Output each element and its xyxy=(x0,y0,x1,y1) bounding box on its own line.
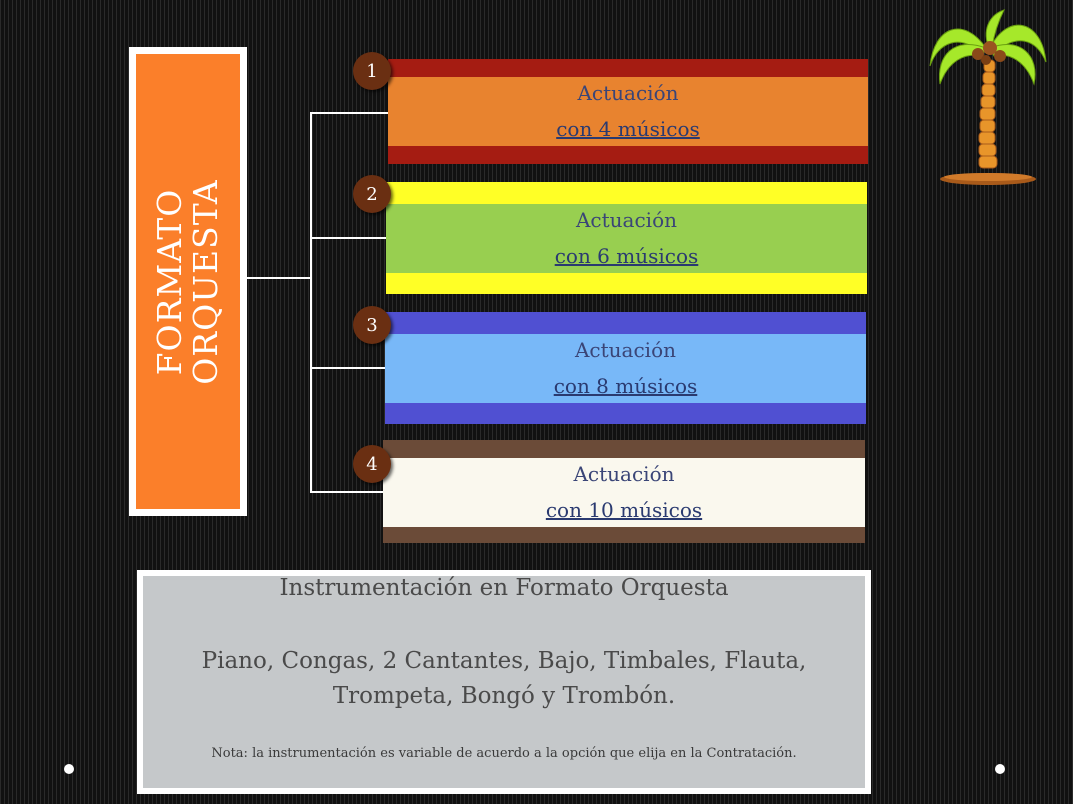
title-line-1: FORMATO xyxy=(150,188,189,375)
option-card-1: Actuación con 4 músicos xyxy=(388,59,868,164)
card-band-top xyxy=(385,312,866,334)
connector-branch-3 xyxy=(310,367,385,369)
number-badge-1: 1 xyxy=(353,52,391,90)
instrument-list: Piano, Congas, 2 Cantantes, Bajo, Timbal… xyxy=(183,644,825,714)
card-body: Actuación con 10 músicos xyxy=(383,458,865,527)
card-band-top xyxy=(386,182,867,204)
number-badge-4: 4 xyxy=(353,445,391,483)
instrument-list-line-1: Piano, Congas, 2 Cantantes, Bajo, Timbal… xyxy=(201,648,807,674)
decorative-dot-right xyxy=(995,764,1005,774)
title-text: FORMATO ORQUESTA xyxy=(150,178,225,385)
instrument-list-line-2: Trompeta, Bongó y Trombón. xyxy=(332,683,676,709)
title-line-2: ORQUESTA xyxy=(186,178,225,385)
option-card-2: Actuación con 6 músicos xyxy=(386,182,867,294)
option-card-3: Actuación con 8 músicos xyxy=(385,312,866,424)
card-link[interactable]: con 8 músicos xyxy=(553,374,698,398)
card-band-bottom xyxy=(388,146,868,164)
card-band-bottom xyxy=(386,273,867,294)
card-band-top xyxy=(383,440,865,458)
connector-branch-1 xyxy=(310,112,388,114)
card-body: Actuación con 8 músicos xyxy=(385,334,866,403)
instrumentation-box: Instrumentación en Formato Orquesta Pian… xyxy=(137,570,871,794)
connector-trunk xyxy=(310,112,312,493)
palm-tree-icon xyxy=(924,6,1050,188)
card-body: Actuación con 6 músicos xyxy=(386,204,867,273)
card-title: Actuación xyxy=(577,81,679,105)
card-link[interactable]: con 6 músicos xyxy=(554,244,699,268)
card-link[interactable]: con 4 músicos xyxy=(556,117,700,141)
card-title: Actuación xyxy=(574,338,676,362)
instrumentation-title: Instrumentación en Formato Orquesta xyxy=(279,575,729,601)
card-link[interactable]: con 10 músicos xyxy=(545,498,703,522)
number-badge-3: 3 xyxy=(353,306,391,344)
option-card-4: Actuación con 10 músicos xyxy=(383,440,865,543)
connector-main xyxy=(247,277,311,279)
connector-branch-2 xyxy=(310,237,386,239)
card-band-top xyxy=(388,59,868,77)
decorative-dot-left xyxy=(64,764,74,774)
card-title: Actuación xyxy=(573,462,675,486)
number-badge-2: 2 xyxy=(353,175,391,213)
card-band-bottom xyxy=(383,527,865,543)
instrumentation-note: Nota: la instrumentación es variable de … xyxy=(211,746,797,761)
title-box: FORMATO ORQUESTA xyxy=(129,47,247,516)
connector-branch-4 xyxy=(310,491,383,493)
card-band-bottom xyxy=(385,403,866,424)
card-body: Actuación con 4 músicos xyxy=(388,77,868,146)
card-title: Actuación xyxy=(575,208,677,232)
